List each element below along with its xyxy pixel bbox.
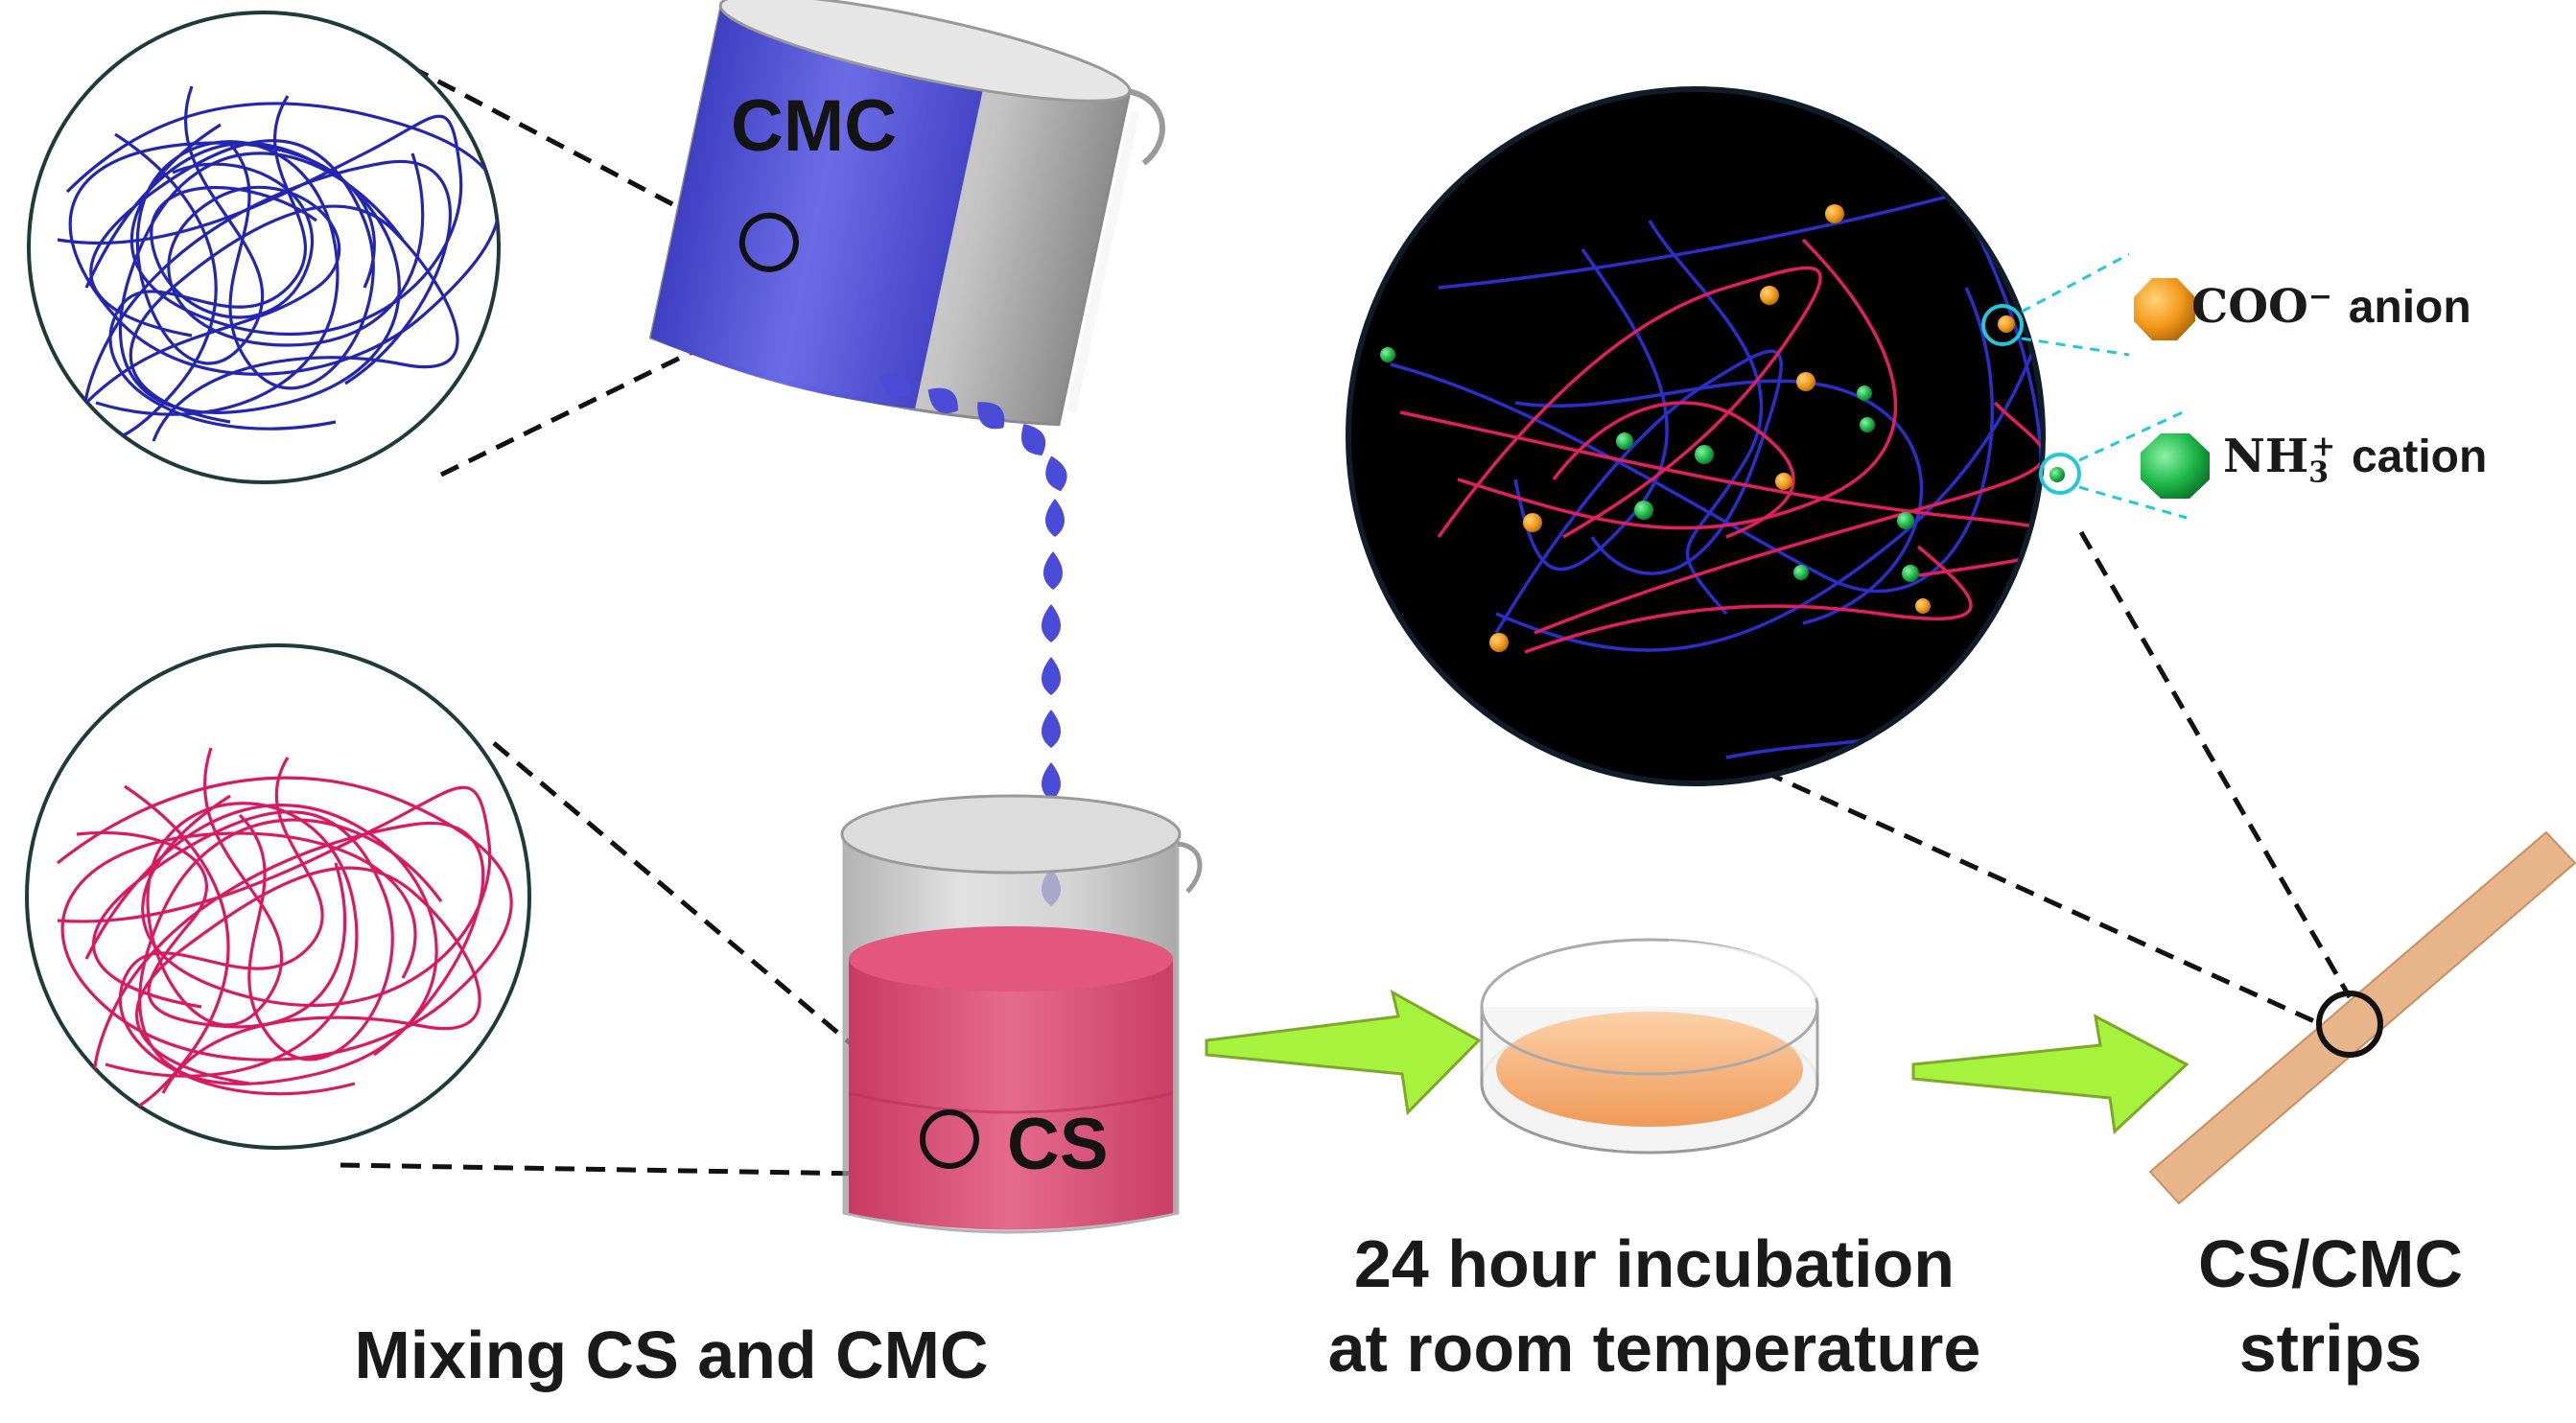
incubation-caption-line2: at room temperature	[1327, 1310, 1981, 1386]
connector-network-left	[1763, 769, 2337, 1034]
cs-beaker	[840, 794, 1203, 1234]
legend-symbols	[2134, 278, 2210, 499]
cs-sample-marker	[920, 1109, 979, 1169]
network-cmc-chains	[1390, 186, 2041, 759]
cation-word: cation	[2351, 432, 2488, 482]
connector-cs-bottom	[340, 1162, 922, 1178]
arrow-to-strips	[1911, 1014, 2190, 1135]
cation-legend-label: NH3+ cation	[2223, 430, 2487, 490]
cmc-fiber-circle	[27, 11, 501, 484]
cmc-fibers	[57, 85, 499, 443]
anion-highlight-ring	[1981, 304, 2024, 346]
arrow-to-incubation	[1205, 990, 1482, 1116]
petri-dish	[1480, 938, 1821, 1155]
anion-legend-label: COO− anion	[2191, 280, 2471, 334]
cmc-beaker	[648, 0, 1165, 427]
cmc-beaker-label: CMC	[731, 85, 898, 167]
strip-sample-marker	[2316, 991, 2383, 1058]
cation-legend-icon	[2141, 433, 2210, 499]
anion-word: anion	[2348, 282, 2471, 333]
network-cations	[1380, 347, 2065, 582]
cation-charge: +	[2311, 430, 2336, 463]
connector-lines	[340, 50, 2353, 1178]
arrows	[1205, 990, 2190, 1135]
cation-formula: NH	[2223, 430, 2309, 483]
strip-caption: CS/CMC strips	[2148, 1223, 2513, 1390]
anion-legend-icon	[2134, 278, 2195, 340]
connector-cmc-bottom	[439, 340, 712, 478]
strip-caption-line1: CS/CMC	[2197, 1226, 2464, 1301]
legend-callouts	[2021, 252, 2188, 520]
network-anions	[1489, 204, 2015, 652]
connector-network-right	[2078, 530, 2353, 999]
anion-charge: −	[2307, 280, 2332, 314]
cs-beaker-label: CS	[1007, 1104, 1109, 1185]
network-circle	[1346, 86, 2081, 786]
cation-subscript: 3	[2308, 455, 2330, 490]
anion-formula: COO	[2191, 280, 2308, 334]
incubation-caption-line1: 24 hour incubation	[1353, 1226, 1955, 1301]
strip-caption-line2: strips	[2238, 1310, 2423, 1386]
cmc-sample-marker	[738, 212, 799, 272]
cs-fibers	[57, 747, 513, 1115]
cs-cmc-strip	[2148, 830, 2576, 1205]
mixing-caption: Mixing CS and CMC	[354, 1318, 989, 1392]
cation-highlight-ring	[2039, 453, 2081, 495]
incubation-caption: 24 hour incubation at room temperature	[1247, 1223, 2062, 1390]
cs-fiber-circle	[25, 643, 531, 1150]
